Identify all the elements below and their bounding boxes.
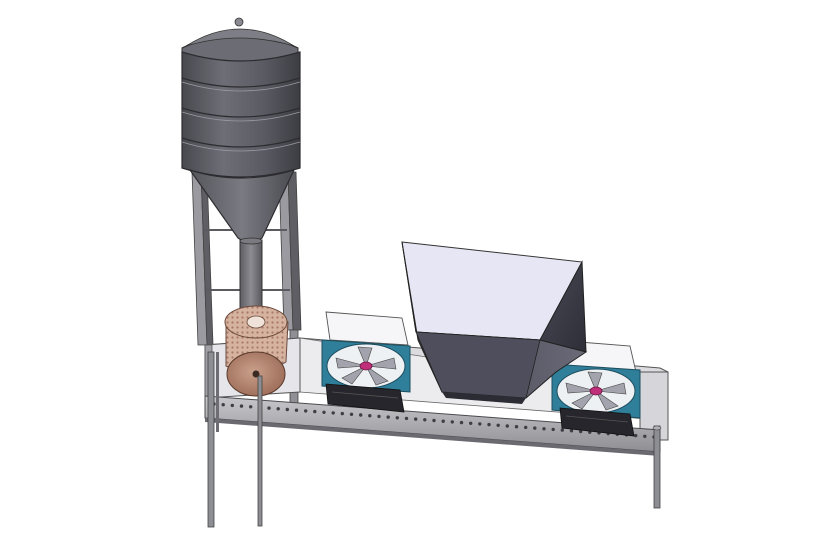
rail-hole [340, 411, 344, 416]
rail-hole [478, 422, 482, 426]
rail-hole [304, 409, 308, 413]
rail-hole [432, 418, 436, 423]
support-posts [207, 351, 662, 528]
rail-hole [524, 425, 528, 430]
rotary-drum [224, 305, 289, 397]
rail-hole [496, 423, 500, 427]
rail-hole [386, 415, 390, 419]
rail-hole [276, 407, 280, 411]
rail-hole [404, 416, 409, 421]
rail-hole [285, 407, 289, 412]
rail-hole [359, 413, 363, 417]
rail-hole [560, 428, 564, 432]
rail-hole [267, 406, 271, 410]
rail-hole [294, 408, 299, 412]
rail-hole [249, 405, 253, 409]
rail-hole [542, 427, 546, 431]
rail-hole [459, 420, 464, 425]
rail-hole [514, 425, 519, 429]
rail-hole [313, 409, 317, 414]
rail-hole [349, 412, 354, 416]
rail-hole [230, 403, 234, 408]
rail-hole [533, 426, 537, 430]
rail-hole [331, 411, 335, 415]
rail-hole [469, 421, 473, 425]
rail-hole [450, 420, 454, 424]
rail-hole [551, 427, 555, 432]
rail-hole [221, 403, 225, 407]
rail-hole [239, 404, 244, 408]
rail-hole [414, 417, 418, 421]
rail-hole [322, 410, 326, 414]
feed-hopper [401, 241, 588, 404]
rail-hole [579, 429, 583, 434]
rail-hole [634, 433, 638, 438]
rail-hole [441, 419, 445, 423]
rail-hole [368, 414, 372, 418]
rail-hole [487, 422, 491, 427]
rail-hole [377, 414, 381, 419]
rail-hole [643, 434, 647, 438]
rail-hole [569, 429, 574, 433]
discharge-pipe [239, 237, 263, 311]
rail-hole [423, 418, 427, 422]
rail-hole [395, 416, 399, 420]
rail-hole [505, 424, 509, 428]
fan-unit-left [321, 311, 411, 413]
silo [181, 17, 301, 243]
